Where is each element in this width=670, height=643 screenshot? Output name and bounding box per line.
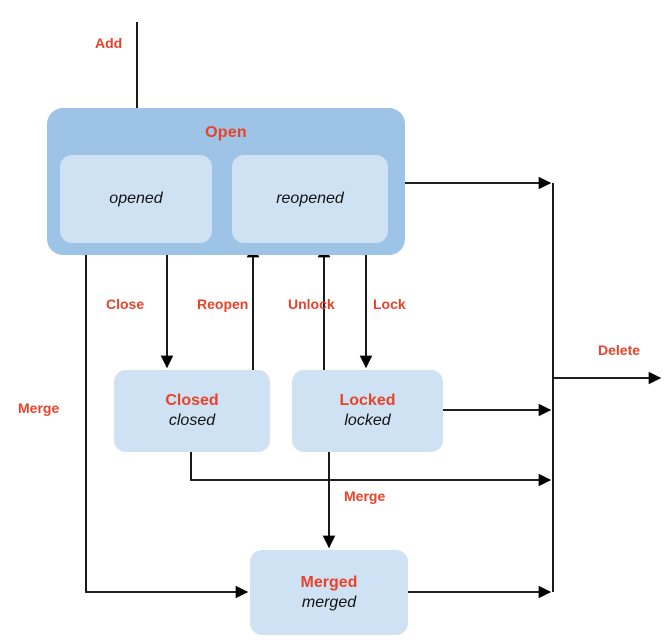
state-locked[interactable]: Locked locked	[292, 370, 443, 452]
edge-label-delete: Delete	[598, 342, 641, 358]
state-closed[interactable]: Closed closed	[114, 370, 270, 452]
state-locked-sub: locked	[344, 412, 391, 429]
edge-label-close: Close	[106, 296, 145, 312]
state-locked-title: Locked	[339, 392, 396, 409]
edge-label-unlock: Unlock	[288, 296, 335, 312]
edge-label-add: Add	[95, 35, 123, 51]
state-reopened[interactable]: reopened	[232, 155, 388, 243]
state-opened-sub: opened	[109, 190, 163, 207]
state-merged[interactable]: Merged merged	[250, 550, 408, 635]
state-merged-title: Merged	[300, 573, 358, 591]
edge-label-merge-middle: Merge	[344, 488, 386, 504]
edge-label-merge-left: Merge	[18, 400, 60, 416]
group-open-label: Open	[205, 124, 247, 141]
edge-label-lock: Lock	[373, 296, 406, 312]
state-reopened-sub: reopened	[276, 190, 344, 207]
state-merged-sub: merged	[301, 593, 357, 611]
edge-label-reopen: Reopen	[197, 296, 249, 312]
state-closed-title: Closed	[165, 392, 219, 409]
state-opened[interactable]: opened	[60, 155, 212, 243]
edge-merge-open	[85, 255, 249, 599]
edge-delete-closed	[190, 452, 552, 487]
state-closed-sub: closed	[168, 412, 216, 429]
